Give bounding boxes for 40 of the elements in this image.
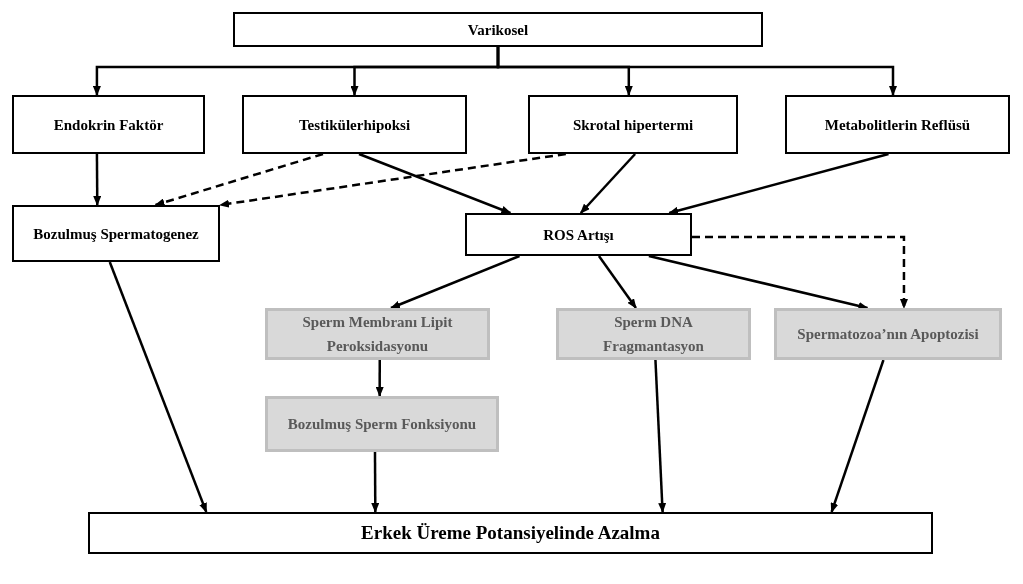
arrow: [692, 235, 908, 309]
arrow: [390, 254, 520, 310]
arrow: [93, 154, 102, 206]
process-box: [528, 95, 738, 154]
process-box: [242, 95, 467, 154]
process-box: [265, 396, 499, 452]
box-label: Testikülerhipoksi: [298, 115, 411, 135]
arrow: [496, 47, 897, 96]
box-label: Spermatozoa’nın Apoptozisi: [797, 325, 979, 344]
arrow: [597, 255, 637, 309]
arrow: [371, 452, 380, 513]
box-label: ROS Artışı: [543, 225, 614, 245]
arrow: [358, 152, 512, 215]
box-label: Sperm Membranı Lipit Peroksidasyonu: [301, 313, 454, 356]
outcome-box: [88, 512, 933, 554]
arrow: [654, 359, 667, 513]
process-box: [556, 308, 751, 360]
box-label: Endokrin Faktör: [53, 115, 164, 135]
process-box: [12, 95, 205, 154]
process-box: [785, 95, 1010, 154]
arrow: [154, 152, 324, 207]
arrow: [108, 261, 208, 513]
box-label: Sperm DNA Fragmantasyon: [602, 313, 705, 356]
box-label: Varikosel: [467, 20, 529, 40]
process-box: [265, 308, 490, 360]
box-label: Bozulmuş Spermatogenez: [33, 224, 199, 244]
box-label: Bozulmuş Sperm Fonksiyonu: [287, 415, 477, 434]
arrow: [219, 152, 566, 208]
title-box: [233, 12, 763, 47]
process-box: [12, 205, 220, 262]
box-label: Skrotal hipertermi: [572, 115, 694, 135]
box-label: Erkek Üreme Potansiyelinde Azalma: [361, 520, 660, 545]
arrow: [579, 153, 637, 214]
process-box: [465, 213, 692, 256]
arrow: [375, 360, 384, 397]
box-label: Metabolitlerin Reflüsü: [824, 115, 971, 135]
process-box: [774, 308, 1002, 360]
arrow: [648, 254, 869, 310]
arrow: [668, 152, 889, 215]
arrow: [830, 359, 885, 513]
